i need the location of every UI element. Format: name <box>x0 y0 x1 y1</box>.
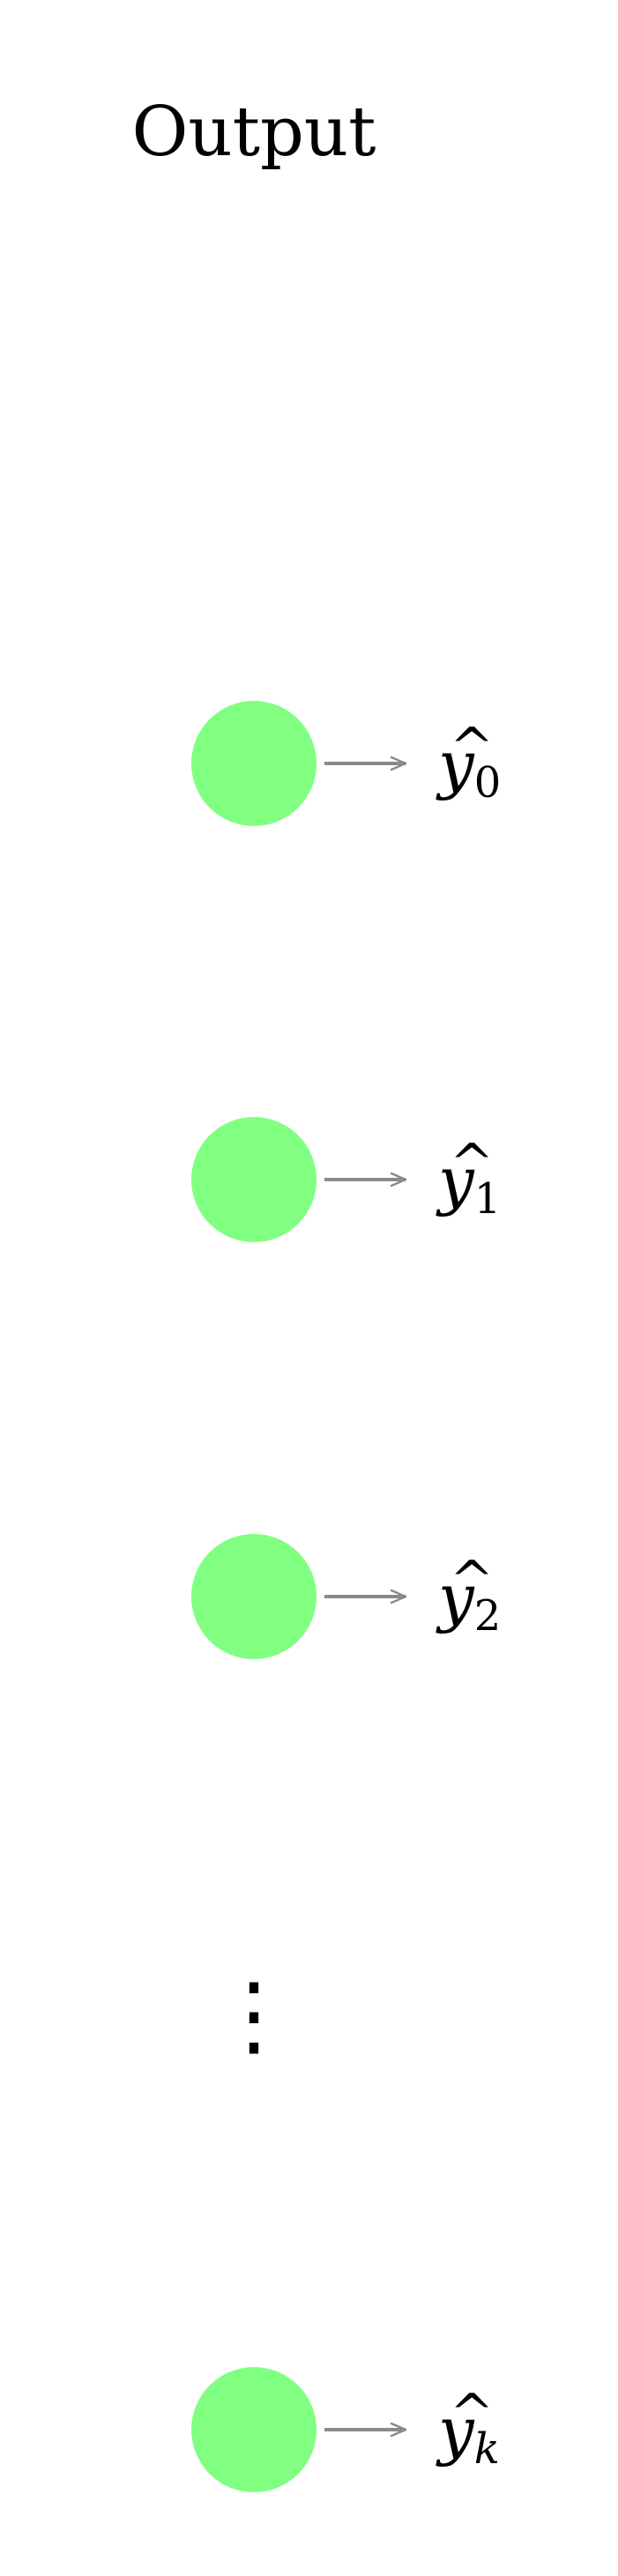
output-label: y0 <box>436 727 501 808</box>
layer-title: Output <box>131 93 376 172</box>
output-neuron <box>191 2367 316 2492</box>
output-neuron <box>191 1117 316 1242</box>
output-label-base: y <box>436 1143 475 1217</box>
output-neuron <box>191 701 316 826</box>
output-node-group: yk ^ <box>191 2367 500 2492</box>
output-label-subscript: k <box>474 2424 500 2474</box>
output-label-hat: ^ <box>450 1133 494 1195</box>
ellipsis: ⋮ <box>210 1963 298 2066</box>
output-label-hat: ^ <box>450 717 494 778</box>
output-node-group: y1 ^ <box>191 1117 501 1242</box>
output-neuron <box>191 1534 316 1659</box>
output-label-hat: ^ <box>450 1550 494 1612</box>
output-label-base: y <box>436 727 475 801</box>
output-label-subscript: 0 <box>474 758 502 808</box>
output-node-group: y2 ^ <box>191 1534 501 1659</box>
output-label-subscript: 1 <box>474 1174 502 1224</box>
output-label-base: y <box>436 2394 475 2468</box>
output-label: y2 <box>436 1560 501 1641</box>
output-label-base: y <box>436 1560 475 1634</box>
output-node-group: y0 ^ <box>191 701 501 826</box>
output-label: yk <box>436 2394 500 2474</box>
output-label-hat: ^ <box>450 2383 494 2445</box>
output-label: y1 <box>436 1143 501 1224</box>
output-label-subscript: 2 <box>474 1591 502 1641</box>
